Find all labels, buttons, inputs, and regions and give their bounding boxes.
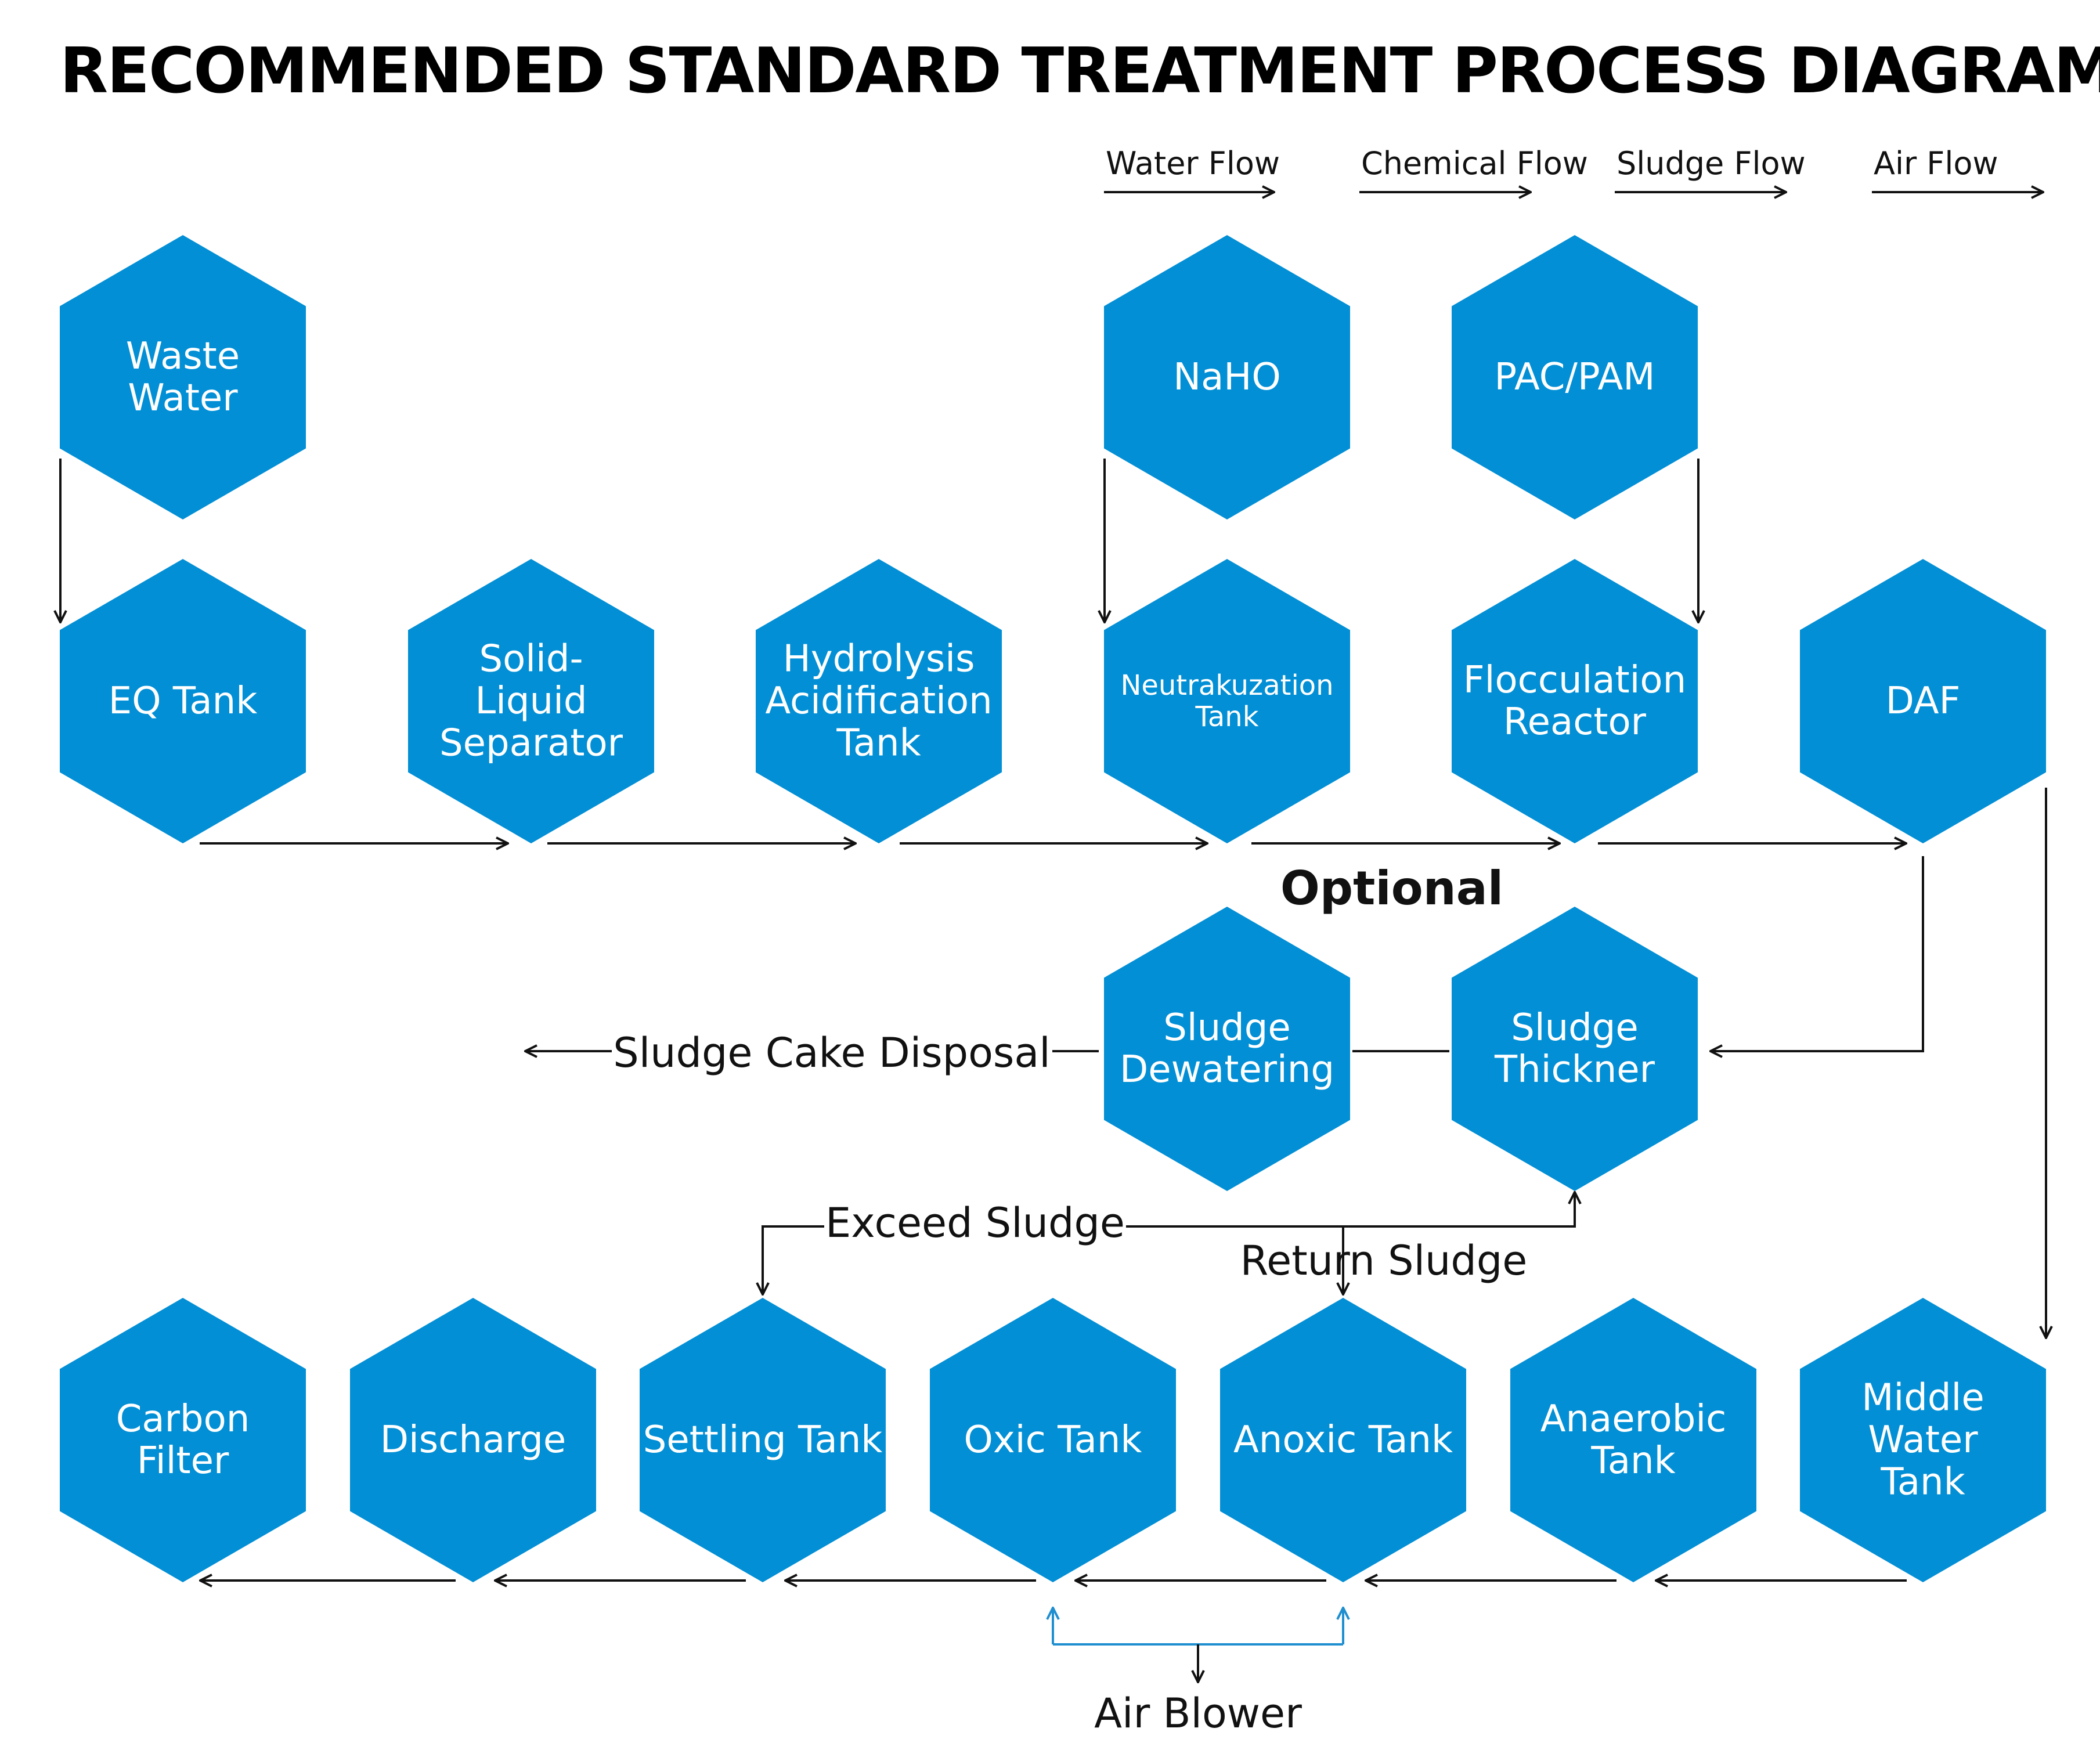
hexagon-shape [1104, 235, 1350, 519]
hexagon-shape [756, 559, 1002, 843]
node-label: Flocculation [1463, 659, 1686, 702]
hexagon-shape [408, 559, 654, 843]
hexagon-shape [60, 559, 306, 843]
legend-air-flow: Air Flow [1872, 145, 2043, 192]
node-eq-tank: EQ Tank [60, 559, 306, 843]
node-anoxic-tank: Anoxic Tank [1220, 1298, 1466, 1582]
node-label: EQ Tank [109, 680, 258, 723]
node-label: Sludge [1163, 1006, 1291, 1049]
node-label: Water [1868, 1419, 1978, 1462]
legend-sludge-flow: Sludge Flow [1615, 145, 1806, 192]
node-label: Discharge [380, 1419, 567, 1462]
node-label: Neutrakuzation [1120, 669, 1333, 702]
node-label: Anaerobic [1540, 1398, 1727, 1441]
hexagon-shape [1452, 559, 1698, 843]
node-label: Carbon [116, 1398, 250, 1441]
node-label: Tank [1590, 1439, 1675, 1482]
hexagon-shape [1104, 559, 1350, 843]
node-label: Thickner [1494, 1048, 1655, 1091]
node-label: Acidification [765, 680, 992, 723]
node-label: Waste [126, 335, 240, 378]
legend-water-flow: Water Flow [1104, 145, 1280, 192]
node-label: Solid- [479, 638, 583, 681]
hexagon-shape [60, 1298, 306, 1582]
node-settling-tank: Settling Tank [640, 1298, 886, 1582]
hexagon-shape [1452, 235, 1698, 519]
arrow-exceed-sludge-to-settling [763, 1225, 824, 1294]
node-label: Tank [1195, 701, 1258, 733]
node-label: NaHO [1173, 356, 1281, 399]
arrow-daf-to-thickner [1711, 856, 1924, 1051]
legend: Water Flow Chemical Flow Sludge Flow Air… [1104, 145, 2043, 192]
legend-label: Chemical Flow [1361, 145, 1588, 182]
node-oxic-tank: Oxic Tank [930, 1298, 1176, 1582]
node-label: DAF [1886, 680, 1961, 723]
node-label: Sludge [1511, 1006, 1639, 1049]
hexagon-shape [1104, 907, 1350, 1191]
node-daf: DAF [1800, 559, 2046, 843]
node-label: Water [128, 377, 238, 420]
node-label: Tank [1880, 1460, 1965, 1503]
node-label: Oxic Tank [964, 1419, 1142, 1462]
node-label: Filter [137, 1439, 229, 1482]
page-title: RECOMMENDED STANDARD TREATMENT PROCESS D… [60, 35, 2100, 107]
label-exceed-sludge: Exceed Sludge [825, 1199, 1125, 1247]
node-label: Dewatering [1120, 1048, 1334, 1091]
arrow-exceed-sludge-to-thickner [1126, 1192, 1575, 1228]
legend-chemical-flow: Chemical Flow [1359, 145, 1588, 192]
node-label: Reactor [1503, 701, 1647, 744]
legend-label: Sludge Flow [1617, 145, 1806, 182]
hexagon-shape [1800, 1298, 2046, 1582]
hexagon-shape [60, 235, 306, 519]
hexagon-shape [350, 1298, 596, 1582]
legend-label: Air Flow [1874, 145, 1998, 182]
label-return-sludge: Return Sludge [1240, 1237, 1528, 1284]
node-label: Liquid [475, 680, 587, 723]
hexagon-shape [1510, 1298, 1756, 1582]
node-label: PAC/PAM [1495, 356, 1655, 399]
node-label: Tank [836, 721, 921, 764]
label-sludge-cake-disposal: Sludge Cake Disposal [613, 1029, 1050, 1077]
node-label: Separator [439, 721, 623, 764]
node-naho: NaHO [1104, 235, 1350, 519]
hexagon-shape [640, 1298, 886, 1582]
node-discharge: Discharge [350, 1298, 596, 1582]
node-label: Hydrolysis [783, 638, 975, 681]
hexagon-shape [1220, 1298, 1466, 1582]
hexagon-shape [930, 1298, 1176, 1582]
hexagon-shape [1452, 907, 1698, 1191]
legend-label: Water Flow [1106, 145, 1280, 182]
node-label: Settling Tank [643, 1419, 883, 1462]
node-label: Middle [1861, 1377, 1984, 1420]
node-pac-pam: PAC/PAM [1452, 235, 1698, 519]
node-label: Anoxic Tank [1233, 1419, 1453, 1462]
label-air-blower: Air Blower [1094, 1690, 1302, 1737]
hexagon-shape [1800, 559, 2046, 843]
label-optional: Optional [1280, 861, 1503, 915]
